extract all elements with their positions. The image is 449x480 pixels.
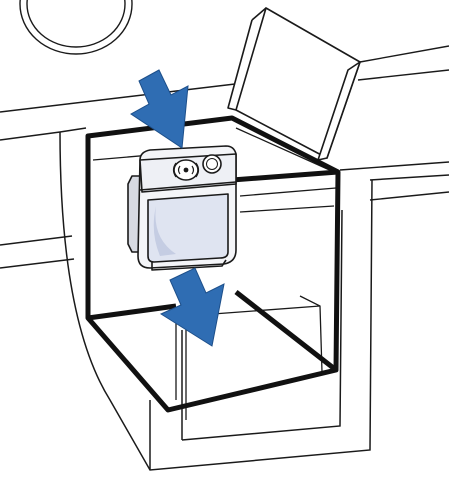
arrow-down-right-icon bbox=[159, 267, 225, 347]
arrow-down-right-icon bbox=[130, 69, 189, 149]
device-window bbox=[147, 193, 229, 263]
cabinet bbox=[59, 127, 449, 471]
open-lid bbox=[227, 7, 361, 161]
signal-waves-icon bbox=[172, 159, 200, 181]
round-button-icon bbox=[202, 154, 222, 174]
porthole bbox=[19, 0, 133, 55]
background-counter bbox=[0, 45, 449, 269]
highlight-frame bbox=[85, 115, 341, 413]
device bbox=[127, 145, 237, 271]
